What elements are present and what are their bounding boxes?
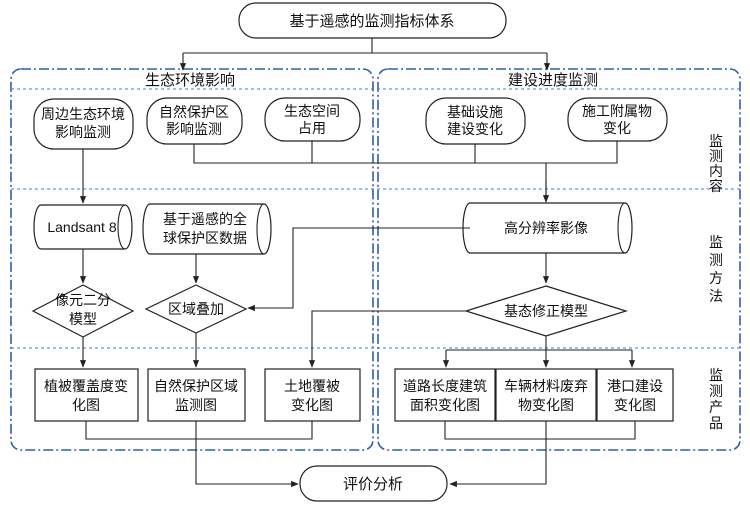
arrow-right-final (449, 439, 547, 488)
title-connector (183, 38, 547, 54)
svg-text:像元二分: 像元二分 (55, 293, 111, 309)
right-group-frame (377, 68, 741, 451)
svg-text:监测图: 监测图 (175, 398, 217, 414)
product-vegetation-cover: 植被覆盖度变 化图 (34, 368, 139, 422)
svg-text:法: 法 (709, 289, 723, 305)
left-products-merge (85, 421, 313, 440)
content-merge-connector (193, 141, 618, 202)
arrow-hires-overlay (247, 227, 470, 312)
content-node-eco-space: 生态空间 占用 (264, 97, 361, 142)
svg-text:变化图: 变化图 (291, 398, 333, 414)
final-text: 评价分析 (343, 475, 403, 493)
method-pixel-dichotomy-diamond: 像元二分 模型 (31, 284, 135, 338)
row-label-method: 监 测 方 法 (709, 235, 723, 305)
content-node-infrastructure: 基础设施 建设变化 (425, 97, 526, 145)
content-node-surrounding-eco: 周边生态环境 影响监测 (33, 98, 134, 150)
content-node-auxiliary: 施工附属物 变化 (567, 97, 668, 142)
svg-text:方: 方 (709, 271, 723, 287)
right-products-merge (444, 421, 636, 440)
svg-text:生态空间: 生态空间 (284, 104, 340, 120)
svg-text:自然保护区域: 自然保护区域 (154, 378, 238, 395)
svg-text:物变化图: 物变化图 (518, 398, 574, 414)
left-group-frame (10, 68, 374, 451)
svg-text:监: 监 (709, 235, 723, 251)
svg-text:测: 测 (709, 384, 723, 400)
svg-text:品: 品 (709, 416, 723, 432)
svg-text:区域叠加: 区域叠加 (168, 302, 224, 318)
svg-text:高分辨率影像: 高分辨率影像 (504, 220, 588, 237)
svg-text:内: 内 (709, 164, 723, 180)
title-text: 基于遥感的监测指标体系 (289, 12, 454, 30)
svg-text:变化: 变化 (603, 121, 631, 137)
svg-text:影响监测: 影响监测 (166, 122, 222, 138)
svg-text:球保护区数据: 球保护区数据 (163, 231, 247, 247)
svg-text:产: 产 (709, 400, 723, 416)
svg-text:化图: 化图 (72, 398, 100, 414)
correction-branch (446, 336, 632, 351)
source-landsat-cylinder: Landsant 8 (33, 204, 133, 250)
svg-text:植被覆盖度变: 植被覆盖度变 (44, 379, 128, 395)
svg-text:施工附属物: 施工附属物 (582, 104, 652, 120)
svg-text:自然保护区: 自然保护区 (159, 104, 229, 121)
source-protected-area-data-cylinder: 基于遥感的全 球保护区数据 (142, 203, 272, 255)
right-group-title: 建设进度监测 (508, 71, 598, 89)
svg-text:容: 容 (709, 178, 723, 195)
svg-text:港口建设: 港口建设 (607, 379, 663, 395)
svg-text:占用: 占用 (298, 121, 326, 137)
svg-text:测: 测 (709, 253, 723, 269)
svg-text:测: 测 (709, 149, 723, 165)
product-land-cover: 土地覆被 变化图 (264, 368, 361, 422)
left-group-title: 生态环境影响 (145, 71, 235, 89)
final-node (299, 465, 448, 502)
method-region-overlay-diamond: 区域叠加 (144, 284, 248, 334)
svg-text:基于遥感的全: 基于遥感的全 (163, 211, 247, 228)
svg-text:变化图: 变化图 (614, 398, 656, 414)
svg-text:Landsant 8: Landsant 8 (47, 219, 116, 235)
svg-text:基础设施: 基础设施 (447, 104, 503, 121)
arrow-correction-p3 (308, 310, 466, 368)
arrow-left-final (195, 439, 299, 488)
svg-text:周边生态环境: 周边生态环境 (41, 107, 125, 123)
svg-text:车辆材料废弃: 车辆材料废弃 (504, 378, 588, 395)
product-road-building: 道路长度建筑 面积变化图 (394, 368, 496, 422)
product-protected-area-map: 自然保护区域 监测图 (147, 368, 246, 422)
svg-text:影响监测: 影响监测 (55, 125, 111, 141)
product-port-construction: 港口建设 变化图 (596, 368, 674, 422)
content-node-protected-area: 自然保护区 影响监测 (146, 97, 243, 145)
svg-text:基态修正模型: 基态修正模型 (504, 303, 588, 320)
source-hires-imagery-cylinder: 高分辨率影像 (462, 202, 633, 254)
svg-text:模型: 模型 (69, 312, 97, 328)
row-label-product: 监 测 产 品 (709, 368, 723, 432)
svg-text:面积变化图: 面积变化图 (410, 398, 480, 414)
svg-text:道路长度建筑: 道路长度建筑 (403, 379, 487, 395)
method-base-correction-diamond: 基态修正模型 (463, 285, 629, 337)
product-vehicle-material: 车辆材料废弃 物变化图 (495, 368, 597, 422)
svg-text:建设变化: 建设变化 (447, 122, 503, 138)
svg-text:土地覆被: 土地覆被 (284, 379, 340, 395)
row-label-content: 监 测 内 容 (709, 134, 723, 195)
svg-text:监: 监 (709, 368, 723, 384)
svg-text:监: 监 (709, 134, 723, 150)
